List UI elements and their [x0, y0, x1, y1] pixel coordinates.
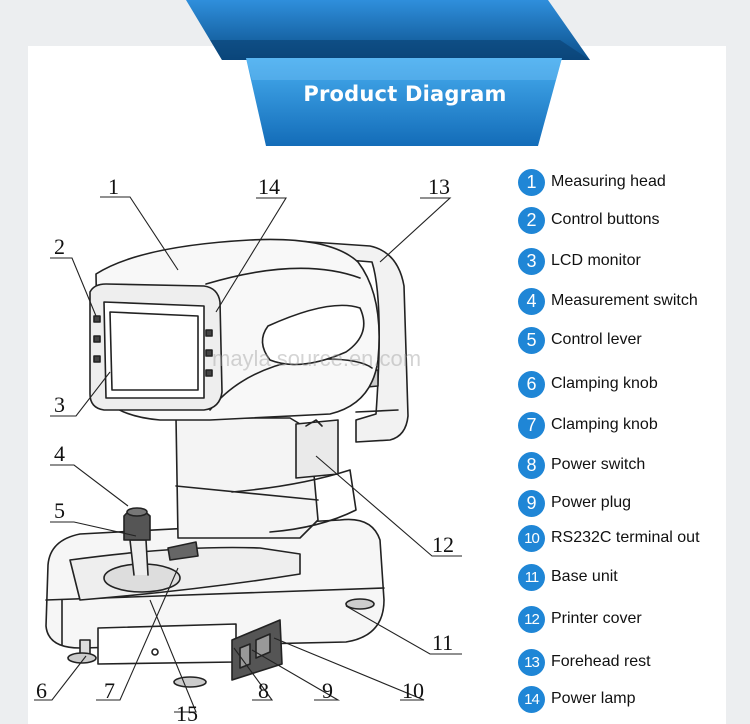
forehead-rest [281, 239, 409, 443]
callout-15: 15 [176, 701, 198, 724]
legend-item: 2 Control buttons [518, 205, 660, 235]
legend-number-badge: 10 [518, 524, 545, 552]
control-lever [129, 539, 149, 576]
legend-item: 7 Clamping knob [518, 410, 658, 440]
legend-number-badge: 11 [518, 563, 545, 591]
callout-9: 9 [322, 678, 333, 703]
callout-13: 13 [428, 174, 450, 199]
legend-item: 13 Forehead rest [518, 647, 651, 677]
legend-label: Power plug [551, 494, 632, 511]
legend-number-badge: 7 [518, 411, 545, 439]
callout-3: 3 [54, 392, 65, 417]
legend-number-badge: 1 [518, 168, 545, 196]
callout-14: 14 [258, 174, 280, 199]
lcd-monitor [103, 301, 205, 399]
callout-7: 7 [104, 678, 115, 703]
legend-number-badge: 13 [518, 648, 545, 676]
legend-item: 5 Control lever [518, 325, 642, 355]
legend-label: Base unit [551, 568, 618, 585]
callout-4: 4 [54, 441, 65, 466]
page-title: Product Diagram [303, 82, 507, 106]
head-window [261, 304, 365, 366]
legend-label: Control lever [551, 331, 642, 348]
legend-item: 6 Clamping knob [518, 369, 658, 399]
legend-number-badge: 4 [518, 287, 545, 315]
title-banner [186, 0, 590, 146]
callout-2: 2 [54, 234, 65, 259]
column [175, 417, 319, 539]
callout-10: 10 [402, 678, 424, 703]
legend-label: LCD monitor [551, 252, 641, 269]
legend-item: 9 Power plug [518, 488, 631, 518]
legend-item: 1 Measuring head [518, 167, 666, 197]
legend-item: 11 Base unit [518, 562, 618, 592]
legend-number-badge: 8 [518, 451, 545, 479]
legend-label: Power switch [551, 456, 646, 473]
legend-item: 4 Measurement switch [518, 286, 698, 316]
legend-label: Power lamp [551, 690, 636, 707]
legend-label: Clamping knob [551, 416, 658, 433]
callout-1: 1 [108, 174, 119, 199]
callout-6: 6 [36, 678, 47, 703]
legend-item: 14 Power lamp [518, 684, 635, 714]
legend-number-badge: 3 [518, 247, 545, 275]
legend-number-badge: 6 [518, 370, 545, 398]
legend-label: Control buttons [551, 211, 660, 228]
banner-front-ribbon [246, 58, 562, 146]
legend-label: Measurement switch [551, 292, 698, 309]
legend-item: 3 LCD monitor [518, 246, 641, 276]
printer-cover [295, 419, 339, 479]
callout-5: 5 [54, 498, 65, 523]
legend-item: 12 Printer cover [518, 604, 642, 634]
callout-8: 8 [258, 678, 269, 703]
legend-item: 10 RS232C terminal out [518, 523, 700, 553]
legend-item: 8 Power switch [518, 450, 645, 480]
legend: 1 Measuring head 2 Control buttons 3 LCD… [518, 0, 750, 724]
legend-number-badge: 2 [518, 206, 545, 234]
legend-number-badge: 5 [518, 326, 545, 354]
watermark: mayla source.en.com [212, 346, 422, 371]
banner-back-shadow [210, 40, 590, 60]
legend-label: Forehead rest [551, 653, 651, 670]
legend-label: Measuring head [551, 173, 666, 190]
callout-12: 12 [432, 532, 454, 557]
legend-label: Printer cover [551, 610, 642, 627]
callout-11: 11 [432, 630, 453, 655]
banner-front-highlight [246, 58, 562, 80]
legend-label: Clamping knob [551, 375, 658, 392]
legend-number-badge: 12 [518, 605, 545, 633]
legend-number-badge: 9 [518, 489, 545, 517]
legend-label: RS232C terminal out [551, 529, 700, 546]
base-front-panel [97, 623, 237, 665]
legend-number-badge: 14 [518, 685, 545, 713]
device-drawing: 1 14 13 2 3 4 5 12 11 6 7 8 9 10 15 [34, 174, 462, 724]
